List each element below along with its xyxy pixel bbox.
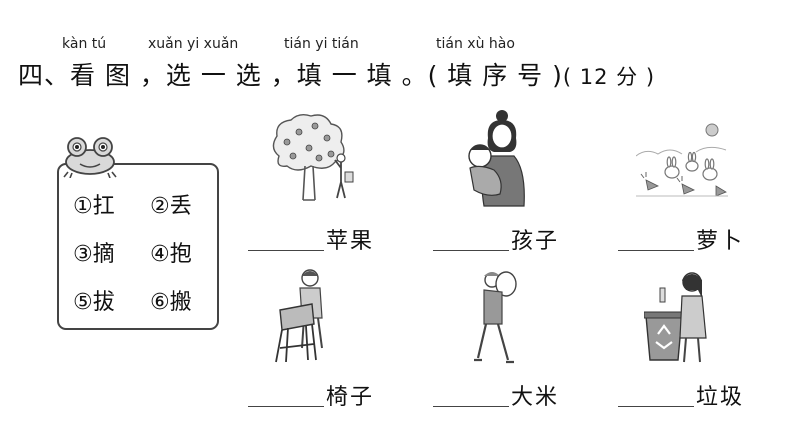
pinyin-kan-tu: kàn tú xyxy=(62,36,107,52)
mother-child-picture xyxy=(468,110,525,207)
question-number: 四、 xyxy=(18,61,71,90)
question-instruction: 看 图 ，选 一 选 ，填 一 填 。( 填 序 号 ) xyxy=(70,61,563,90)
item-word-2: 孩子 xyxy=(511,229,560,254)
item-word-1: 苹果 xyxy=(326,229,375,254)
answer-blank-6[interactable] xyxy=(618,406,694,407)
man-rice-bag-picture xyxy=(474,271,517,364)
frog-icon xyxy=(63,137,117,178)
option-1: ①扛 xyxy=(73,194,115,219)
option-2: ②丢 xyxy=(150,194,192,219)
answer-blank-3[interactable] xyxy=(618,250,694,251)
answer-blank-4[interactable] xyxy=(248,406,324,407)
answer-blank-1[interactable] xyxy=(248,250,324,251)
question-title: 四、看 图 ，选 一 选 ，填 一 填 。( 填 序 号 )( 12 分 ) xyxy=(18,56,655,92)
item-word-5: 大米 xyxy=(511,385,560,410)
boy-chair-picture xyxy=(275,269,323,363)
pinyin-xuan-yi-xuan: xuǎn yi xuǎn xyxy=(148,36,239,52)
option-3: ③摘 xyxy=(73,242,115,267)
girl-recycle-bin-picture xyxy=(644,272,707,363)
options-box xyxy=(57,163,219,330)
answer-blank-5[interactable] xyxy=(433,406,509,407)
pinyin-tian-xu-hao: tián xù hào xyxy=(436,36,515,52)
item-word-4: 椅子 xyxy=(326,385,375,410)
rabbits-carrots-picture xyxy=(636,123,728,197)
option-6: ⑥搬 xyxy=(150,290,192,315)
answer-blank-2[interactable] xyxy=(433,250,509,251)
option-4: ④抱 xyxy=(150,242,192,267)
option-5: ⑤拔 xyxy=(73,290,115,315)
apple-tree-picture xyxy=(272,113,354,201)
pinyin-tian-yi-tian: tián yi tián xyxy=(284,36,359,52)
item-word-3: 萝卜 xyxy=(696,229,745,254)
item-word-6: 垃圾 xyxy=(696,385,745,410)
question-score: ( 12 分 ) xyxy=(562,65,656,89)
